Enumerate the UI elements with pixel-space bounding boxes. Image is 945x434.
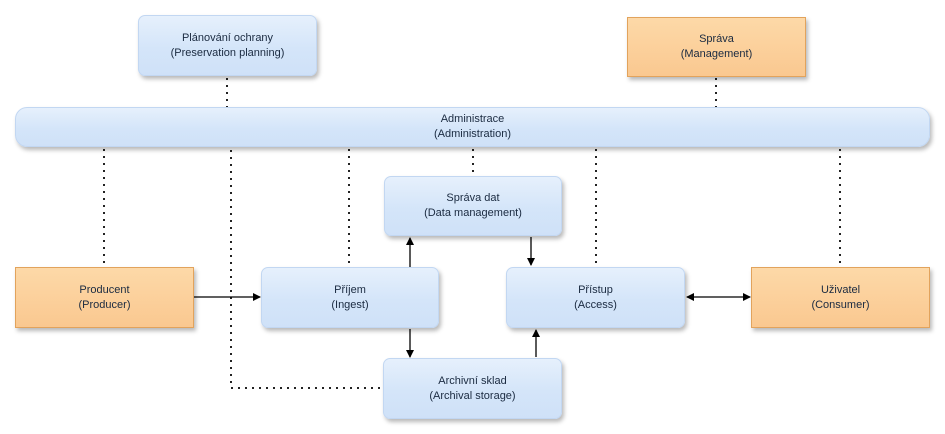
archival-storage-box[interactable]: Archivní sklad (Archival storage) bbox=[383, 358, 562, 419]
producer-subtitle: (Producer) bbox=[78, 298, 131, 311]
arrows bbox=[194, 237, 751, 358]
producer-box[interactable]: Producent (Producer) bbox=[15, 267, 194, 328]
management-title: Správa bbox=[699, 33, 734, 45]
management-box[interactable]: Správa (Management) bbox=[627, 17, 806, 77]
administration-subtitle: (Administration) bbox=[433, 128, 512, 140]
data-management-title: Správa dat bbox=[446, 192, 500, 204]
archival-storage-title: Archivní sklad bbox=[438, 374, 507, 387]
preservation-planning-title: Plánování ochrany bbox=[181, 31, 274, 44]
archival-storage-subtitle: (Archival storage) bbox=[429, 389, 516, 402]
planning-storage-link bbox=[230, 150, 383, 389]
dotted-links bbox=[103, 78, 841, 389]
ingest-title: Příjem bbox=[334, 283, 366, 296]
preservation-planning-box[interactable]: Plánování ochrany (Preservation planning… bbox=[138, 15, 317, 76]
data-management-subtitle: (Data management) bbox=[424, 207, 522, 219]
ingest-box[interactable]: Příjem (Ingest) bbox=[261, 267, 439, 328]
access-subtitle: (Access) bbox=[574, 298, 617, 311]
administration-title: Administrace bbox=[440, 113, 505, 125]
consumer-title: Uživatel bbox=[820, 283, 861, 296]
access-box[interactable]: Přístup (Access) bbox=[506, 267, 685, 328]
preservation-planning-subtitle: (Preservation planning) bbox=[170, 46, 285, 59]
management-subtitle: (Management) bbox=[680, 48, 753, 60]
consumer-box[interactable]: Uživatel (Consumer) bbox=[751, 267, 930, 328]
producer-title: Producent bbox=[79, 283, 130, 296]
consumer-subtitle: (Consumer) bbox=[811, 298, 870, 311]
ingest-subtitle: (Ingest) bbox=[331, 298, 369, 311]
data-management-box[interactable]: Správa dat (Data management) bbox=[384, 176, 562, 236]
administration-box[interactable]: Administrace (Administration) bbox=[15, 107, 930, 147]
access-title: Přístup bbox=[578, 283, 613, 296]
